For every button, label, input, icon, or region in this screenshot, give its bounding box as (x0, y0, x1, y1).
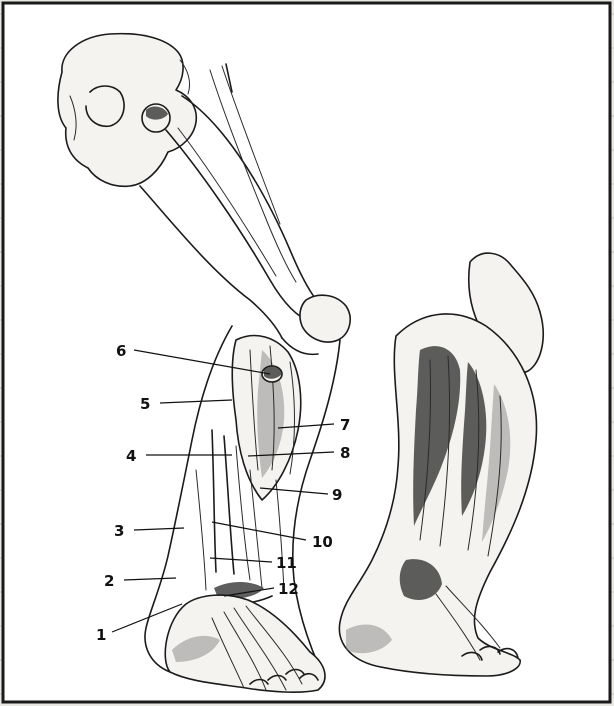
label-7: 7 (340, 416, 350, 434)
label-2: 2 (104, 572, 114, 590)
label-3: 3 (114, 522, 124, 540)
label-10: 10 (312, 533, 333, 551)
label-11: 11 (276, 554, 297, 572)
label-4: 4 (126, 447, 136, 465)
label-5: 5 (140, 395, 150, 413)
label-1: 1 (96, 626, 106, 644)
label-9: 9 (332, 486, 342, 504)
label-8: 8 (340, 444, 350, 462)
label-12: 12 (278, 580, 299, 598)
label-6: 6 (116, 342, 126, 360)
